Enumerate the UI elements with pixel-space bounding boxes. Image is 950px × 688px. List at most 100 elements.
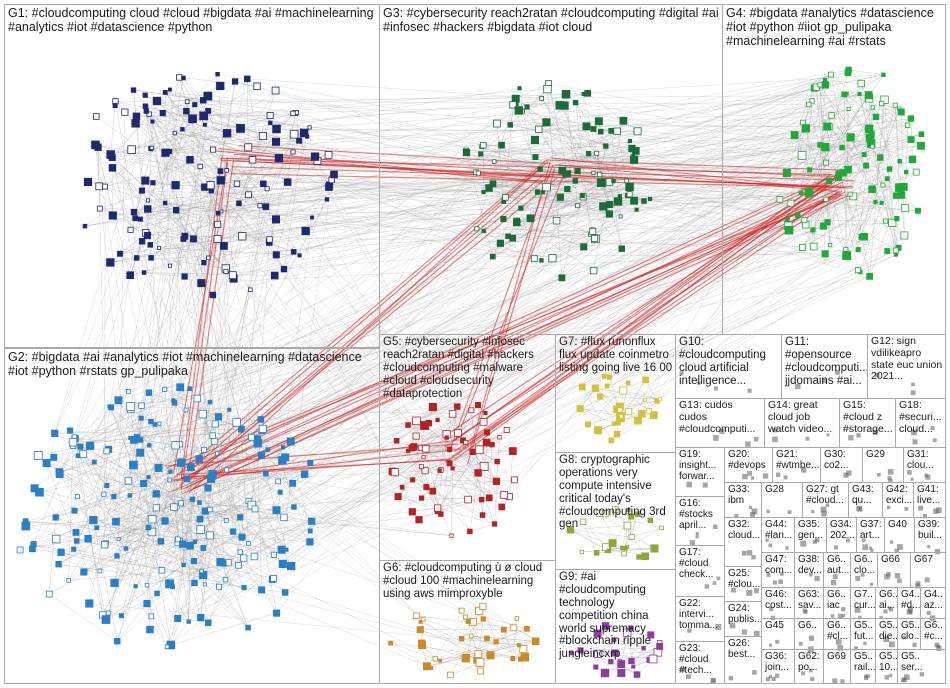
edge: [180, 249, 846, 388]
edge: [112, 135, 263, 158]
edge: [805, 128, 824, 227]
edge: [828, 126, 898, 219]
edge: [148, 476, 239, 566]
edge: [407, 450, 438, 512]
edge-red: [233, 153, 567, 174]
edge: [110, 115, 271, 155]
node: [148, 613, 155, 620]
node: [144, 205, 152, 213]
group-panel-g22: G22: intervi... tomma...: [675, 596, 725, 642]
edge-red: [454, 177, 829, 441]
group-panel-g6-f: G6.. #cl...: [823, 618, 851, 650]
edge: [164, 462, 182, 521]
node: [573, 99, 579, 106]
group-panel-g37: G37: art...: [856, 517, 885, 553]
node: [111, 493, 117, 500]
edge: [203, 242, 270, 263]
edge: [146, 110, 495, 525]
edge: [829, 177, 839, 246]
edge: [136, 216, 621, 438]
edge-red: [461, 171, 843, 446]
edge: [786, 172, 905, 236]
edge: [183, 77, 249, 148]
edge: [226, 517, 285, 521]
node: [42, 459, 51, 467]
group-label-g44: G44: #lan...: [765, 519, 793, 542]
node: [517, 86, 522, 91]
edge: [95, 144, 221, 181]
edge-red: [189, 174, 551, 480]
edge: [75, 438, 163, 571]
edge: [184, 115, 204, 237]
edge: [848, 69, 884, 76]
edge: [184, 106, 528, 277]
edge: [182, 543, 245, 588]
edge: [130, 409, 152, 617]
edge: [565, 94, 578, 206]
node: [33, 451, 43, 460]
edge: [238, 74, 884, 204]
edge: [423, 450, 513, 458]
node: [106, 258, 115, 267]
node: [237, 549, 243, 555]
node: [507, 122, 513, 128]
node: [597, 171, 603, 178]
edge: [59, 444, 181, 473]
node: [330, 170, 338, 179]
edge: [104, 481, 279, 546]
edge: [178, 77, 204, 116]
node: [118, 613, 124, 619]
node: [86, 441, 95, 450]
edge: [158, 145, 922, 469]
edge: [571, 634, 651, 654]
edge-red: [188, 172, 847, 476]
node: [145, 524, 152, 531]
group-panel-g18: G18: #securi... cloud...: [895, 398, 946, 448]
node: [126, 402, 136, 411]
node: [489, 253, 496, 260]
node: [272, 124, 281, 134]
edge: [620, 200, 645, 217]
edge: [628, 111, 902, 412]
edge: [130, 170, 227, 231]
node: [248, 287, 253, 292]
edge: [254, 508, 282, 550]
node: [272, 251, 280, 259]
edge: [261, 218, 897, 591]
edge: [519, 88, 538, 193]
edge: [582, 521, 607, 548]
node: [137, 216, 143, 222]
edge: [471, 635, 536, 642]
edge: [546, 122, 606, 147]
group-panel-g5-e: G5.. 10...: [875, 649, 898, 684]
edge: [283, 200, 644, 270]
edge: [209, 509, 282, 551]
node: [164, 644, 170, 650]
edge: [510, 124, 636, 152]
edge: [75, 438, 103, 615]
node: [823, 159, 830, 166]
edge: [582, 108, 900, 388]
node: [270, 551, 277, 558]
edge: [161, 460, 283, 571]
edge: [182, 449, 480, 545]
group-panel-g9: G9: #ai #cloudcomputing technology compe…: [555, 569, 676, 684]
edge: [146, 585, 151, 630]
edge: [586, 126, 612, 132]
group-panel-g6-b: G6.. clo...: [850, 552, 878, 588]
edge: [546, 144, 821, 188]
edge: [586, 126, 610, 205]
edge: [151, 257, 226, 269]
edge: [145, 94, 280, 159]
edge: [105, 132, 305, 187]
edge: [141, 194, 630, 419]
edge: [825, 107, 874, 200]
group-label-g4-b: G4.. az...: [924, 589, 946, 612]
edge: [169, 151, 184, 240]
edge: [128, 391, 211, 510]
edge: [147, 121, 153, 236]
group-label-g6-g: G6.. #c...: [924, 620, 946, 643]
edge: [534, 181, 602, 259]
group-label-g38: G38: dev...: [798, 554, 823, 577]
edge: [510, 124, 633, 149]
